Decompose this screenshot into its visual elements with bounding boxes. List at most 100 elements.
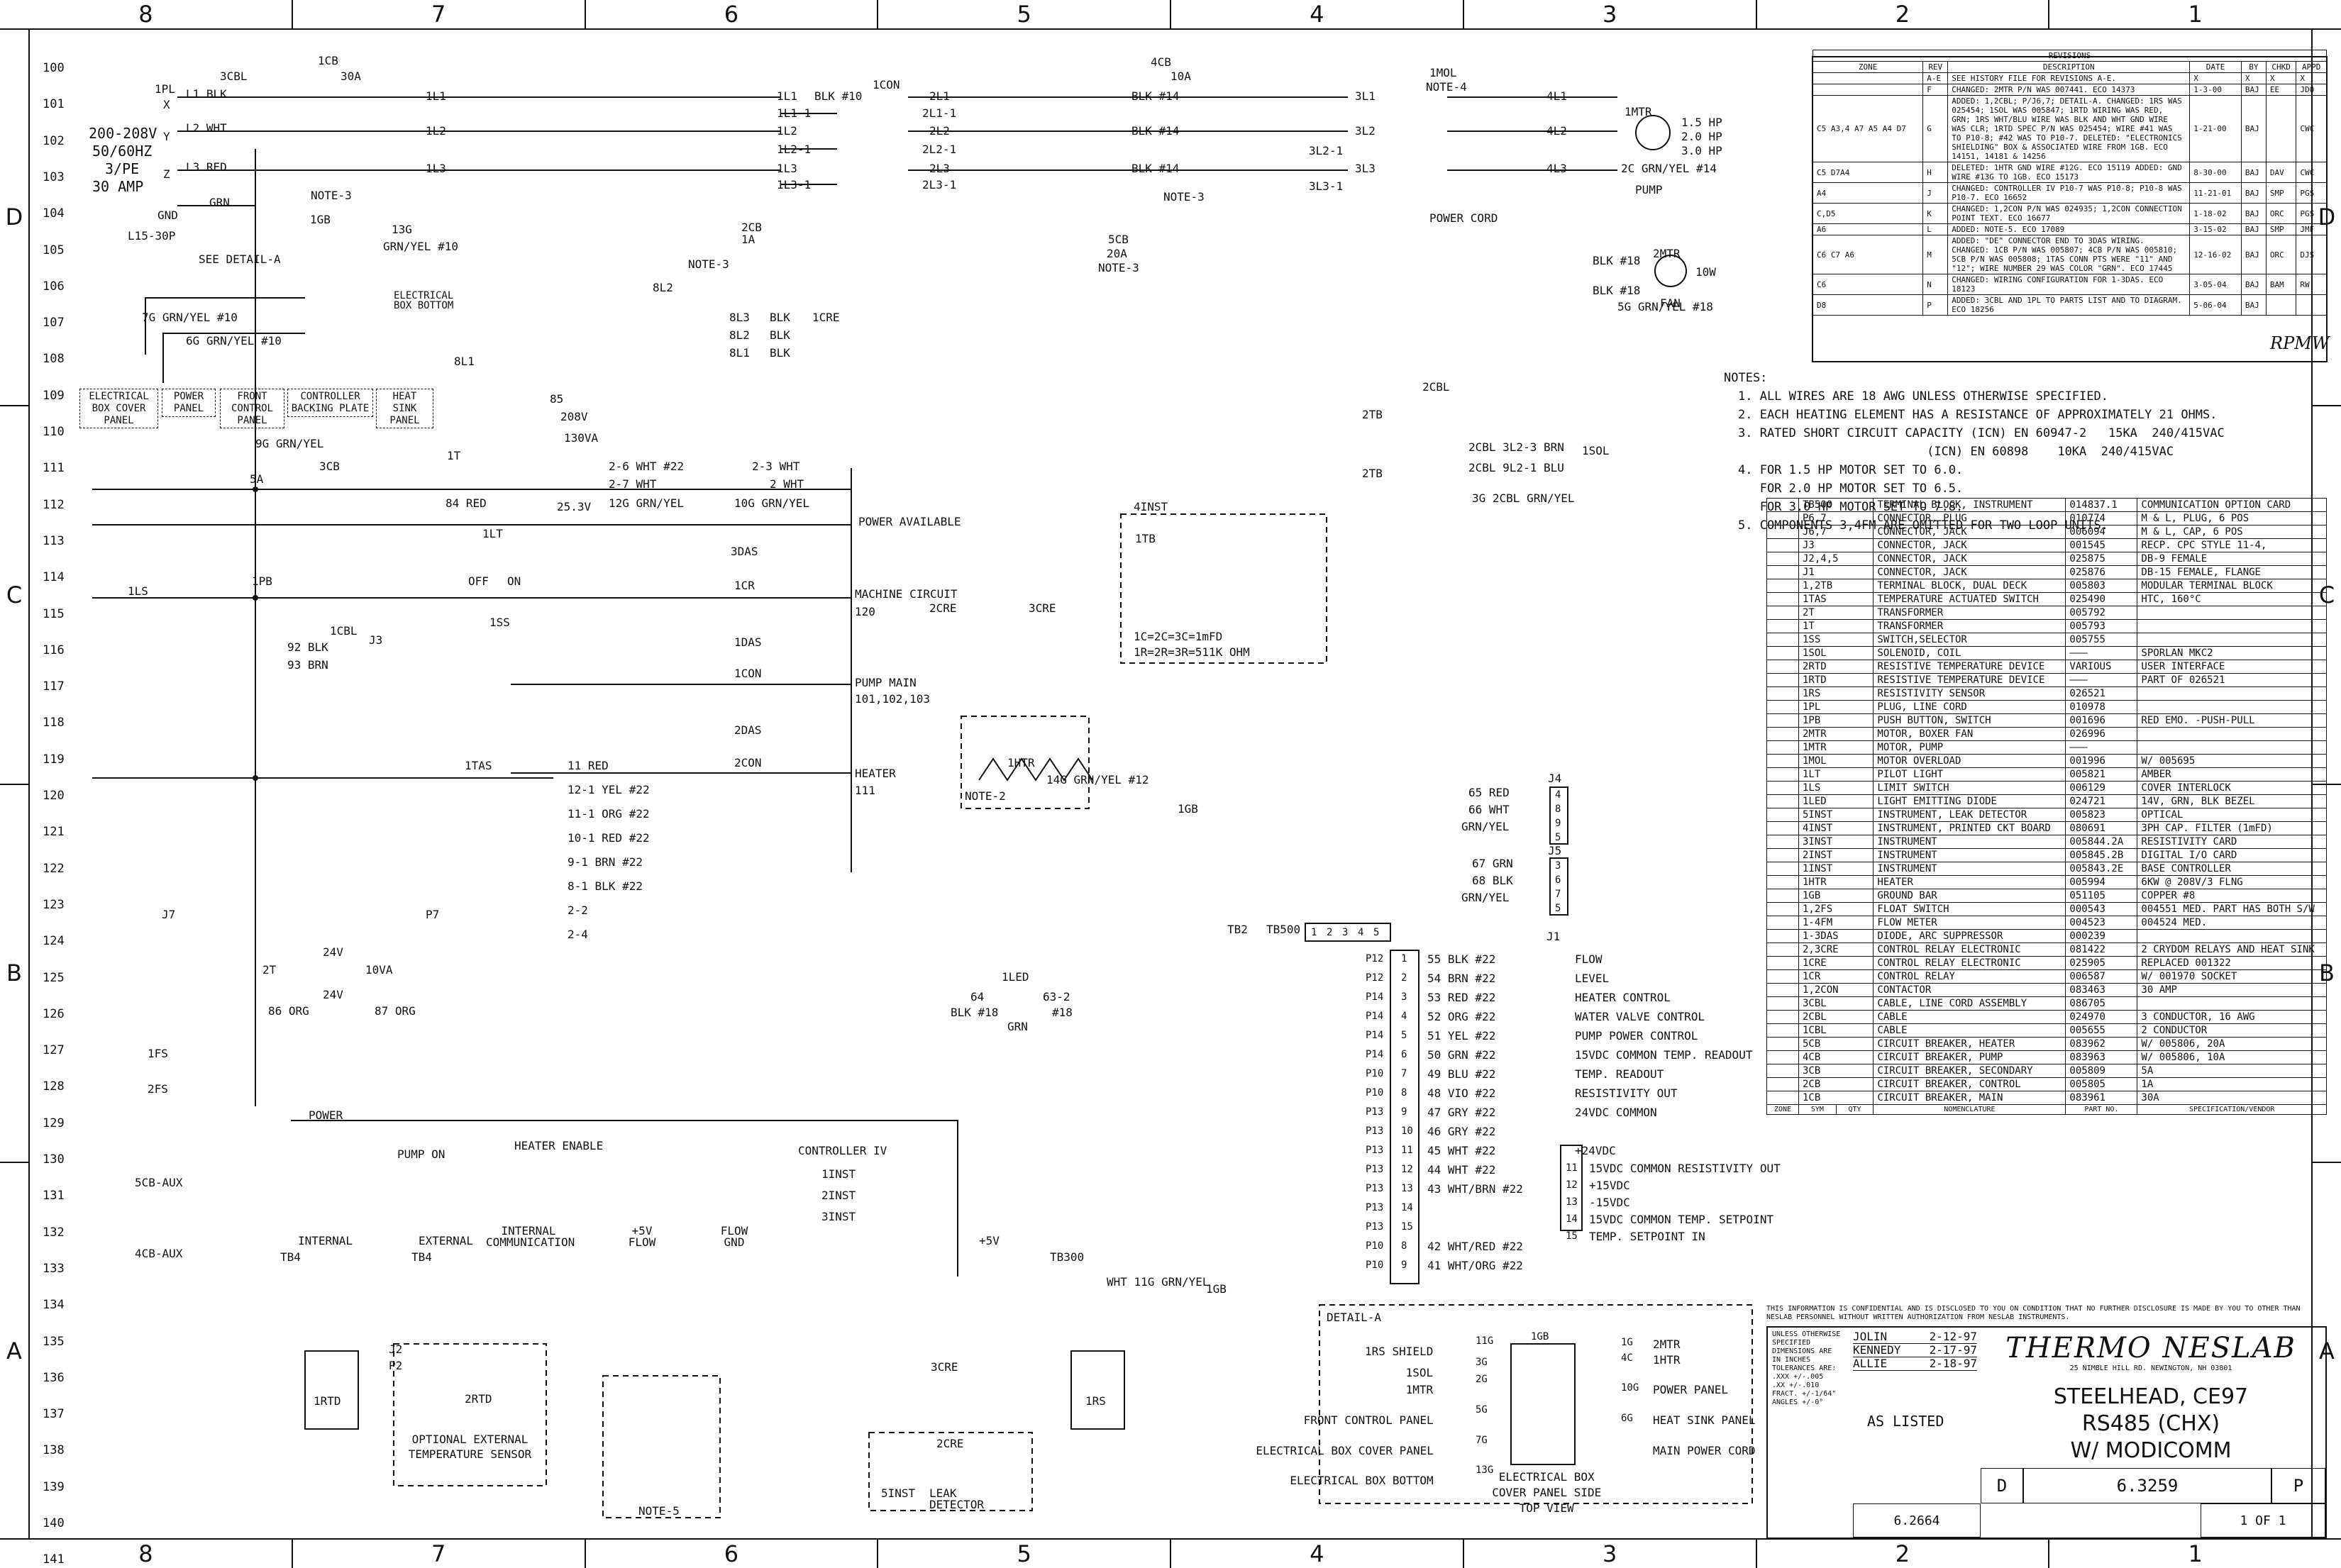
rung-number: 140 bbox=[43, 1516, 65, 1530]
rung-number: 118 bbox=[43, 716, 65, 730]
parts-zone-cell bbox=[1766, 646, 1799, 660]
rung-number: 131 bbox=[43, 1189, 65, 1203]
connector-pin: 11 bbox=[1401, 1145, 1413, 1156]
connector-pin: 15 bbox=[1401, 1221, 1413, 1233]
rung-number: 110 bbox=[43, 425, 65, 439]
parts-nomenclature-cell: CABLE, LINE CORD ASSEMBLY bbox=[1873, 996, 2066, 1011]
revision-cell: 1-21-00 bbox=[2189, 95, 2242, 162]
wire-label: 13G bbox=[392, 223, 412, 236]
wire-label: 8L2 bbox=[729, 328, 750, 342]
parts-header: SYM bbox=[1798, 1104, 1837, 1115]
parts-nomenclature-cell: CIRCUIT BREAKER, CONTROL bbox=[1873, 1077, 2066, 1091]
zone-ruler-left: D C B A bbox=[0, 28, 30, 1540]
led-color: GRN bbox=[1007, 1020, 1028, 1033]
revision-cell: DAV bbox=[2265, 162, 2297, 183]
parts-sym-cell: 1,2TB bbox=[1798, 579, 1874, 593]
connector-label: P7 bbox=[426, 908, 440, 921]
parts-partno-cell: 005755 bbox=[2065, 633, 2138, 647]
revision-cell bbox=[1812, 84, 1924, 96]
parts-header: PART NO. bbox=[2065, 1104, 2138, 1115]
parts-nomenclature-cell: CONNECTOR, PLUG bbox=[1873, 511, 2066, 526]
function-label: PUMP MAIN bbox=[855, 676, 917, 689]
wire-label: 68 BLK bbox=[1472, 874, 1513, 887]
wire-label: 3L2 bbox=[1355, 124, 1376, 138]
rung-number: 130 bbox=[43, 1152, 65, 1167]
zone-col-label: 4 bbox=[1170, 1540, 1463, 1568]
wire-label: BLK bbox=[770, 328, 790, 342]
parts-nomenclature-cell: RESISTIVE TEMPERATURE DEVICE bbox=[1873, 660, 2066, 674]
terminal-block-label: TB4 bbox=[411, 1250, 432, 1264]
rung-number: 128 bbox=[43, 1079, 65, 1094]
function-label: MACHINE CIRCUIT bbox=[855, 587, 958, 601]
drawing-number: 6.3259 bbox=[2023, 1468, 2271, 1503]
revision-cell: 3-05-04 bbox=[2189, 274, 2242, 295]
parts-zone-cell bbox=[1766, 660, 1799, 674]
signal-label: WATER VALVE CONTROL bbox=[1575, 1010, 1705, 1023]
parts-sym-cell: 5INST bbox=[1798, 808, 1874, 822]
wire-label: 92 BLK bbox=[287, 640, 328, 654]
note-line: (ICN) EN 60898 10KA 240/415VAC bbox=[1738, 445, 2174, 459]
parts-zone-cell bbox=[1766, 552, 1799, 566]
confidential-notice: THIS INFORMATION IS CONFIDENTIAL AND IS … bbox=[1766, 1305, 2301, 1321]
parts-nomenclature-cell: CABLE bbox=[1873, 1023, 2066, 1038]
rung-number: 126 bbox=[43, 1006, 65, 1021]
detail-right-label: HEAT SINK PANEL bbox=[1653, 1413, 1756, 1427]
parts-partno-cell: 025875 bbox=[2065, 552, 2138, 566]
revision-cell: ADDED: 3CBL AND 1PL TO PARTS LIST AND TO… bbox=[1947, 294, 2191, 316]
rung-number: 136 bbox=[43, 1370, 65, 1385]
connector-pin: 5 bbox=[1555, 903, 1561, 914]
connector-pin: 6 bbox=[1555, 874, 1561, 886]
plug-pin: Y bbox=[163, 130, 170, 143]
wire-label: 2-6 WHT #22 bbox=[609, 460, 684, 473]
connector-pin: 7 bbox=[1401, 1068, 1407, 1079]
parts-sym-cell: 1PB bbox=[1798, 713, 1874, 728]
instrument-label: 1INST bbox=[821, 1167, 856, 1181]
parts-spec-cell: 6KW @ 208V/3 FLNG bbox=[2137, 875, 2327, 889]
rung-number: 123 bbox=[43, 897, 65, 912]
wire-label: 51 YEL #22 bbox=[1427, 1029, 1496, 1042]
zone-row-label: A bbox=[0, 1161, 28, 1540]
wire-label: 7G GRN/YEL #10 bbox=[142, 311, 238, 324]
parts-nomenclature-cell: CIRCUIT BREAKER, SECONDARY bbox=[1873, 1064, 2066, 1078]
wire-label: 2G bbox=[1476, 1374, 1488, 1385]
parts-sym-cell: 1PL bbox=[1798, 700, 1874, 714]
parts-spec-cell bbox=[2137, 686, 2327, 701]
wire-label: 46 GRY #22 bbox=[1427, 1125, 1496, 1138]
parts-partno-cell: 026996 bbox=[2065, 727, 2138, 741]
rung-number: 121 bbox=[43, 825, 65, 840]
parts-nomenclature-cell: CONTROL RELAY ELECTRONIC bbox=[1873, 956, 2066, 970]
parts-zone-cell bbox=[1766, 1010, 1799, 1024]
drawn-date: 2-18-97 bbox=[1929, 1357, 1977, 1370]
parts-zone-cell bbox=[1766, 1023, 1799, 1038]
revision-cell: PGS bbox=[2296, 203, 2327, 224]
zone-row-label: C bbox=[0, 405, 28, 783]
note-label: NOTE-5 bbox=[638, 1504, 680, 1518]
terminal-block-label: 2TB bbox=[1362, 408, 1383, 421]
parts-spec-cell: 30 AMP bbox=[2137, 983, 2327, 997]
terminal-dot bbox=[253, 595, 258, 601]
flow-meter-box bbox=[602, 1375, 721, 1518]
rung-number: 112 bbox=[43, 497, 65, 512]
power-label: POWER bbox=[309, 1108, 343, 1122]
parts-sym-cell: 1SS bbox=[1798, 633, 1874, 647]
revision-cell: BAJ bbox=[2240, 162, 2267, 183]
parts-partno-cell: 083963 bbox=[2065, 1050, 2138, 1064]
wire-label: BLK #14 bbox=[1131, 124, 1180, 138]
parts-nomenclature-cell: INSTRUMENT, PRINTED CKT BOARD bbox=[1873, 821, 2066, 835]
parts-zone-cell bbox=[1766, 902, 1799, 916]
revision-cell: SMP bbox=[2265, 182, 2297, 204]
detail-right-label: 2MTR bbox=[1653, 1338, 1681, 1351]
